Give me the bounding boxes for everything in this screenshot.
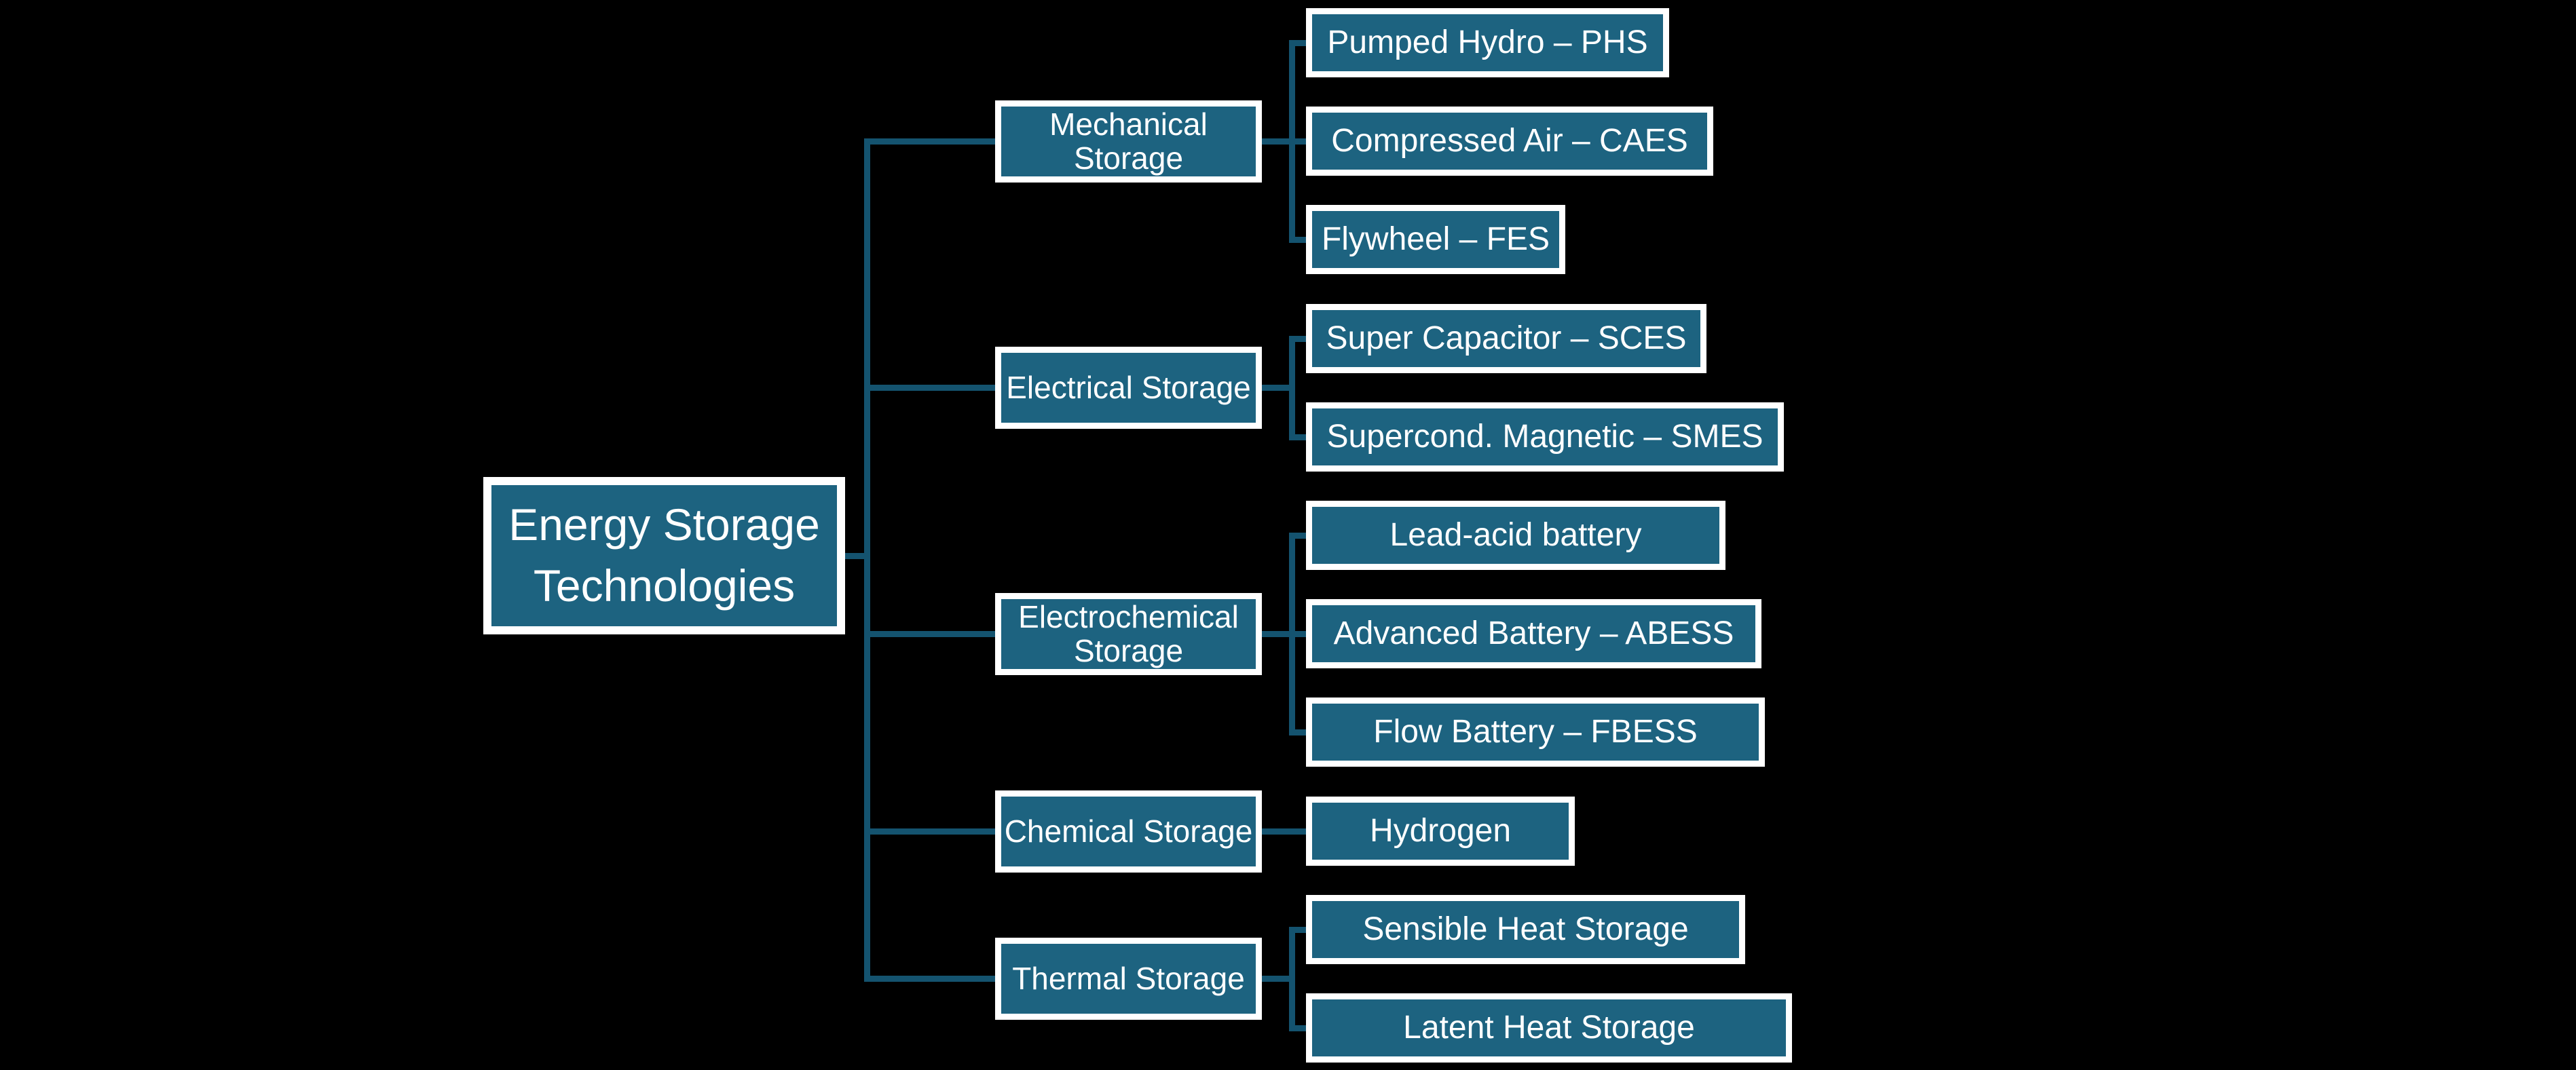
leaf-node-super-capacitor-sces: Super Capacitor – SCES bbox=[1306, 304, 1706, 373]
child-connector-stub bbox=[1262, 630, 1295, 637]
leaf-node-flywheel-fes: Flywheel – FES bbox=[1306, 205, 1565, 274]
branch-connector bbox=[863, 630, 995, 637]
category-node-mechanical-storage: Mechanical Storage bbox=[995, 100, 1262, 183]
branch-connector bbox=[863, 976, 995, 982]
leaf-node-advanced-battery-abess: Advanced Battery – ABESS bbox=[1306, 599, 1761, 668]
leaf-node-supercond-magnetic-smes: Supercond. Magnetic – SMES bbox=[1306, 402, 1784, 472]
child-connector bbox=[1288, 630, 1306, 637]
leaf-node-flow-battery-fbess: Flow Battery – FBESS bbox=[1306, 698, 1765, 767]
child-connector bbox=[1262, 828, 1306, 835]
branch-connector bbox=[863, 138, 995, 145]
child-connector-stub bbox=[1262, 385, 1295, 391]
child-connector-stub bbox=[1262, 976, 1295, 982]
root-connector bbox=[845, 552, 870, 559]
child-connector bbox=[1288, 926, 1306, 933]
child-connector bbox=[1288, 729, 1306, 735]
child-connector bbox=[1288, 236, 1306, 243]
leaf-node-sensible-heat-storage: Sensible Heat Storage bbox=[1306, 895, 1745, 964]
branch-connector bbox=[863, 828, 995, 835]
category-node-chemical-storage: Chemical Storage bbox=[995, 790, 1262, 873]
child-connector bbox=[1288, 39, 1306, 46]
trunk-line bbox=[863, 138, 870, 982]
leaf-node-latent-heat-storage: Latent Heat Storage bbox=[1306, 993, 1792, 1063]
child-connector bbox=[1288, 138, 1306, 145]
child-connector bbox=[1288, 335, 1306, 342]
leaf-node-pumped-hydro-phs: Pumped Hydro – PHS bbox=[1306, 8, 1669, 77]
leaf-node-compressed-air-caes: Compressed Air – CAES bbox=[1306, 107, 1713, 176]
child-connector-vertical bbox=[1288, 926, 1295, 1031]
category-node-electrochemical-storage: Electrochemical Storage bbox=[995, 593, 1262, 675]
child-connector bbox=[1288, 532, 1306, 539]
leaf-node-hydrogen: Hydrogen bbox=[1306, 797, 1575, 866]
root-node: Energy Storage Technologies bbox=[483, 477, 845, 634]
child-connector-vertical bbox=[1288, 335, 1295, 440]
child-connector-stub bbox=[1262, 138, 1295, 145]
category-node-electrical-storage: Electrical Storage bbox=[995, 347, 1262, 429]
leaf-node-lead-acid-battery: Lead-acid battery bbox=[1306, 501, 1725, 570]
branch-connector bbox=[863, 385, 995, 391]
child-connector bbox=[1288, 1025, 1306, 1031]
category-node-thermal-storage: Thermal Storage bbox=[995, 938, 1262, 1020]
child-connector bbox=[1288, 434, 1306, 440]
